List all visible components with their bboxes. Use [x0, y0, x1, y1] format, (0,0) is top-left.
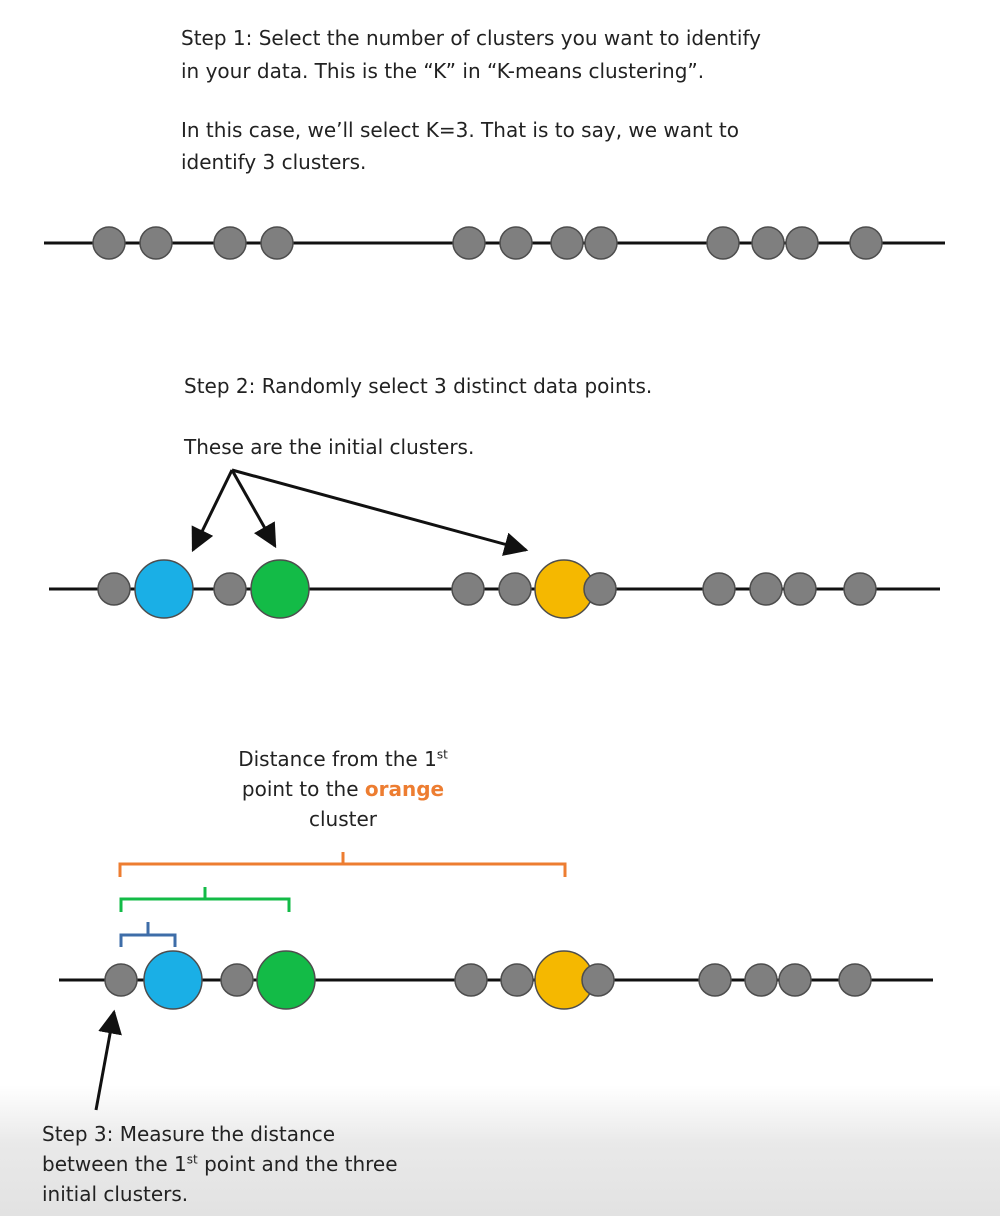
- data-point: [451, 572, 485, 606]
- step2-text-line1: Step 2: Randomly select 3 distinct data …: [184, 374, 653, 398]
- blue-cluster-point: [134, 559, 194, 619]
- arrow-to-blue-cluster: [191, 469, 234, 553]
- step1-text-line1: Step 1: Select the number of clusters yo…: [181, 26, 761, 50]
- data-point: [584, 226, 618, 260]
- data-points-step1: [92, 226, 883, 260]
- distance-label-orange-word: orange: [364, 777, 445, 801]
- data-point: [849, 226, 883, 260]
- data-point: [97, 572, 131, 606]
- data-point: [260, 226, 294, 260]
- data-points-step2: [97, 559, 877, 619]
- data-point: [452, 226, 486, 260]
- data-point: [213, 226, 247, 260]
- data-point: [220, 963, 254, 997]
- distance-label-line2: point to the orange: [193, 774, 493, 805]
- data-point: [785, 226, 819, 260]
- data-point: [749, 572, 783, 606]
- data-point: [213, 572, 247, 606]
- step2-text-line2: These are the initial clusters.: [184, 435, 475, 459]
- bottom-gradient-band: [0, 1085, 1000, 1216]
- data-point: [778, 963, 812, 997]
- green-cluster-point: [256, 950, 316, 1010]
- data-point: [843, 572, 877, 606]
- step3-text-line3: initial clusters.: [42, 1182, 189, 1206]
- step3-text-line2-pre: between the 1: [42, 1152, 187, 1176]
- data-point: [550, 226, 584, 260]
- step3-text-line2-post: point and the three: [197, 1152, 398, 1176]
- data-point: [706, 226, 740, 260]
- distance-label-line1: Distance from the 1st: [193, 744, 493, 775]
- step1-text-line4: identify 3 clusters.: [181, 150, 367, 174]
- data-point: [139, 226, 173, 260]
- data-point: [838, 963, 872, 997]
- arrow-to-orange-cluster: [231, 468, 529, 556]
- data-point: [698, 963, 732, 997]
- green-distance-bracket: [119, 887, 291, 912]
- orange-distance-bracket: [118, 852, 567, 877]
- data-point: [702, 572, 736, 606]
- data-point: [500, 963, 534, 997]
- data-points-step3: [104, 950, 872, 1010]
- blue-distance-bracket: [119, 922, 177, 947]
- arrow-to-green-cluster: [230, 469, 277, 549]
- distance-label-line3: cluster: [308, 807, 378, 831]
- data-point: [581, 963, 615, 997]
- data-point: [744, 963, 778, 997]
- step3-text-line2: between the 1st point and the three: [42, 1149, 398, 1180]
- step1-text-line2: in your data. This is the “K” in “K-mean…: [181, 59, 705, 83]
- data-point: [751, 226, 785, 260]
- distance-label-line1-text: Distance from the 1: [238, 747, 437, 771]
- data-point: [583, 572, 617, 606]
- distance-label-line2-text: point to the: [241, 777, 365, 801]
- distance-label-line1-sup: st: [436, 747, 448, 762]
- data-point: [454, 963, 488, 997]
- arrow-to-first-point: [94, 1009, 122, 1111]
- blue-cluster-point: [143, 950, 203, 1010]
- green-cluster-point: [250, 559, 310, 619]
- data-point: [498, 572, 532, 606]
- step1-text-line3: In this case, we’ll select K=3. That is …: [181, 118, 739, 142]
- data-point: [783, 572, 817, 606]
- step3-text-line1: Step 3: Measure the distance: [42, 1122, 335, 1146]
- data-point: [104, 963, 138, 997]
- step3-text-line2-sup: st: [186, 1152, 198, 1167]
- data-point: [499, 226, 533, 260]
- data-point: [92, 226, 126, 260]
